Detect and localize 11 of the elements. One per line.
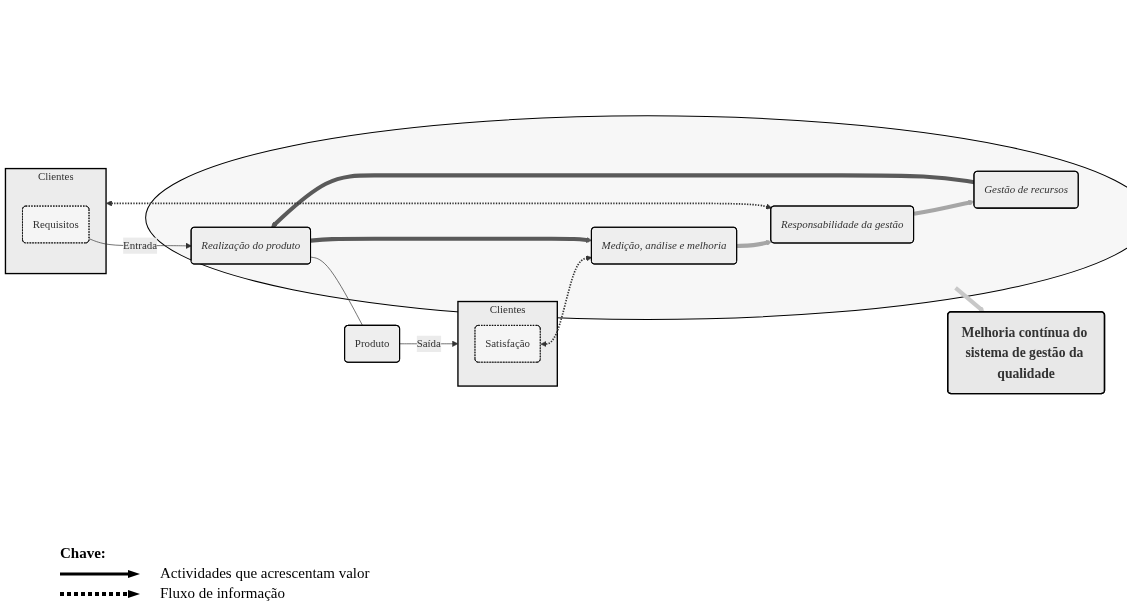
- connector: [310, 256, 363, 327]
- legend-text: Fluxo de informação: [160, 585, 285, 602]
- key-heading: Chave:: [60, 545, 107, 562]
- arrow: [954, 286, 985, 313]
- arrow: [540, 255, 592, 347]
- legend-text: Actividades que acrescentam valor: [160, 565, 370, 582]
- arrow: [106, 200, 772, 210]
- edge-label: Saída: [416, 337, 441, 350]
- arrow: [310, 236, 592, 243]
- edge-label: Entrada: [123, 239, 158, 252]
- arrow: [736, 239, 772, 248]
